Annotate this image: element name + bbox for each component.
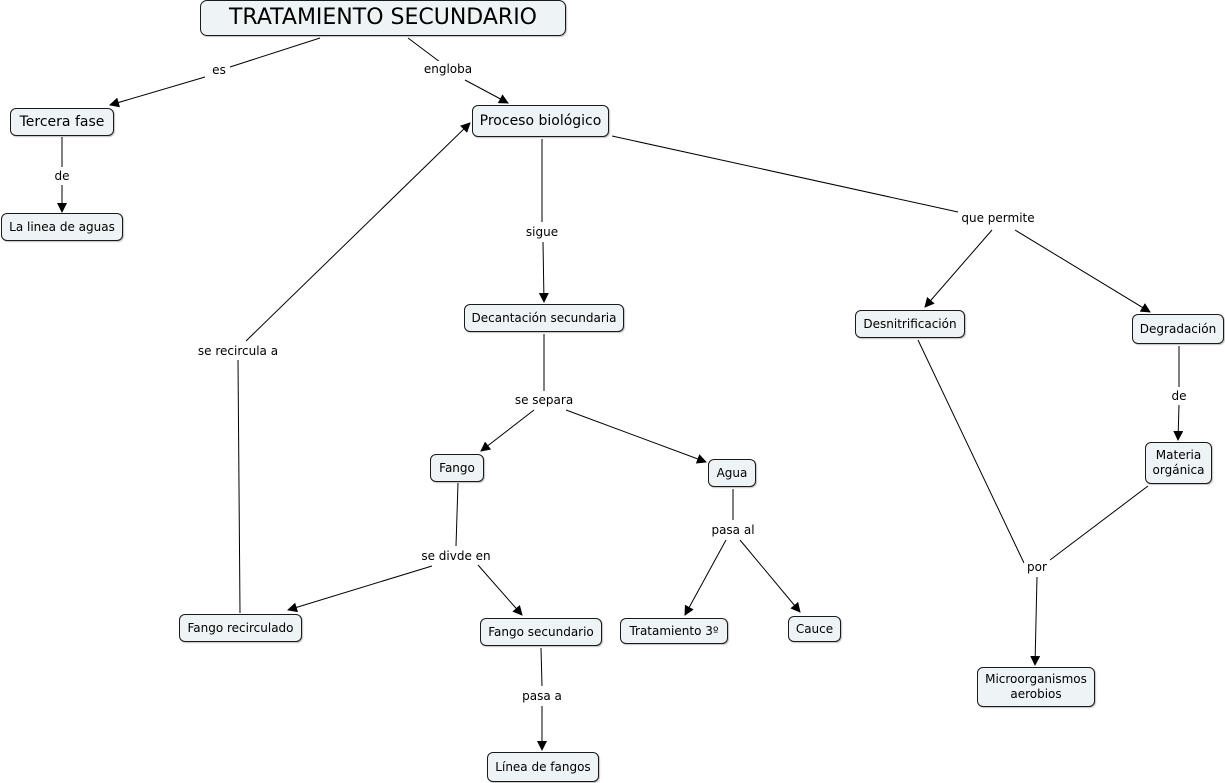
line-proceso-quepermite (611, 135, 959, 213)
arrow-sesepara-agua (565, 409, 707, 464)
link-label-es: es (209, 62, 229, 78)
link-label-que-permite: que permite (958, 210, 1038, 226)
node-desnitrificacion[interactable]: Desnitrificación (855, 310, 965, 338)
node-proceso-biologico[interactable]: Proceso biológico (472, 105, 609, 137)
node-decantacion-secundaria[interactable]: Decantación secundaria (464, 304, 624, 332)
arrow-por-microorganismos (1030, 576, 1041, 666)
arrow-serecircula-proceso (245, 122, 471, 342)
node-tercera-fase[interactable]: Tercera fase (10, 108, 114, 136)
arrow-quepermite-desnitrificacion (924, 229, 993, 308)
line-root-es (229, 37, 321, 68)
line-root-engloba (407, 37, 441, 63)
line-desnitrificacion-por (917, 339, 1025, 564)
arrow-sigue-decantacion (538, 241, 549, 303)
node-linea-de-fangos[interactable]: Línea de fangos (487, 752, 599, 782)
link-label-por: por (1024, 559, 1050, 575)
line-secundario-pasaa (540, 647, 543, 687)
line-recirculado-serecircula (237, 359, 241, 614)
node-cauce[interactable]: Cauce (788, 616, 841, 642)
node-tratamiento-3[interactable]: Tratamiento 3º (620, 618, 728, 644)
link-label-se-recircula: se recircula a (194, 343, 282, 359)
node-fango[interactable]: Fango (430, 454, 484, 482)
arrow-sedivide-recirculado (287, 565, 433, 613)
arrow-quepermite-degradacion (1014, 229, 1151, 313)
arrow-pasaal-cauce (739, 539, 801, 613)
node-la-linea-de-aguas[interactable]: La linea de aguas (1, 213, 123, 241)
link-label-sigue: sigue (522, 224, 562, 240)
node-tratamiento-secundario[interactable]: TRATAMIENTO SECUNDARIO (200, 0, 566, 36)
node-agua[interactable]: Agua (708, 459, 756, 487)
arrow-pasaal-tratamiento (684, 539, 727, 616)
link-label-engloba: engloba (420, 61, 476, 77)
link-label-pasa-al: pasa al (708, 522, 758, 538)
arrow-sesepara-fango (480, 409, 535, 452)
arrow-de-materia (1173, 404, 1184, 441)
node-fango-secundario[interactable]: Fango secundario (480, 618, 602, 646)
node-fango-recirculado[interactable]: Fango recirculado (179, 614, 302, 642)
line-materia-por (1049, 485, 1149, 561)
arrow-es-tercera (109, 76, 206, 108)
node-materia-organica[interactable]: Materia orgánica (1145, 442, 1212, 484)
link-label-pasa-a: pasa a (519, 688, 565, 704)
link-label-se-separa: se separa (511, 392, 577, 408)
link-label-de-materia: de (1168, 388, 1190, 404)
link-label-de-linea: de (51, 168, 73, 184)
node-degradacion[interactable]: Degradación (1132, 314, 1224, 344)
arrow-engloba-proceso (464, 79, 509, 104)
line-fango-sedivide (455, 482, 459, 547)
link-label-se-divide: se divde en (418, 548, 494, 564)
arrow-sedivide-secundario (477, 564, 523, 616)
node-microorganismos-aerobios[interactable]: Microorganismos aerobios (977, 667, 1095, 707)
